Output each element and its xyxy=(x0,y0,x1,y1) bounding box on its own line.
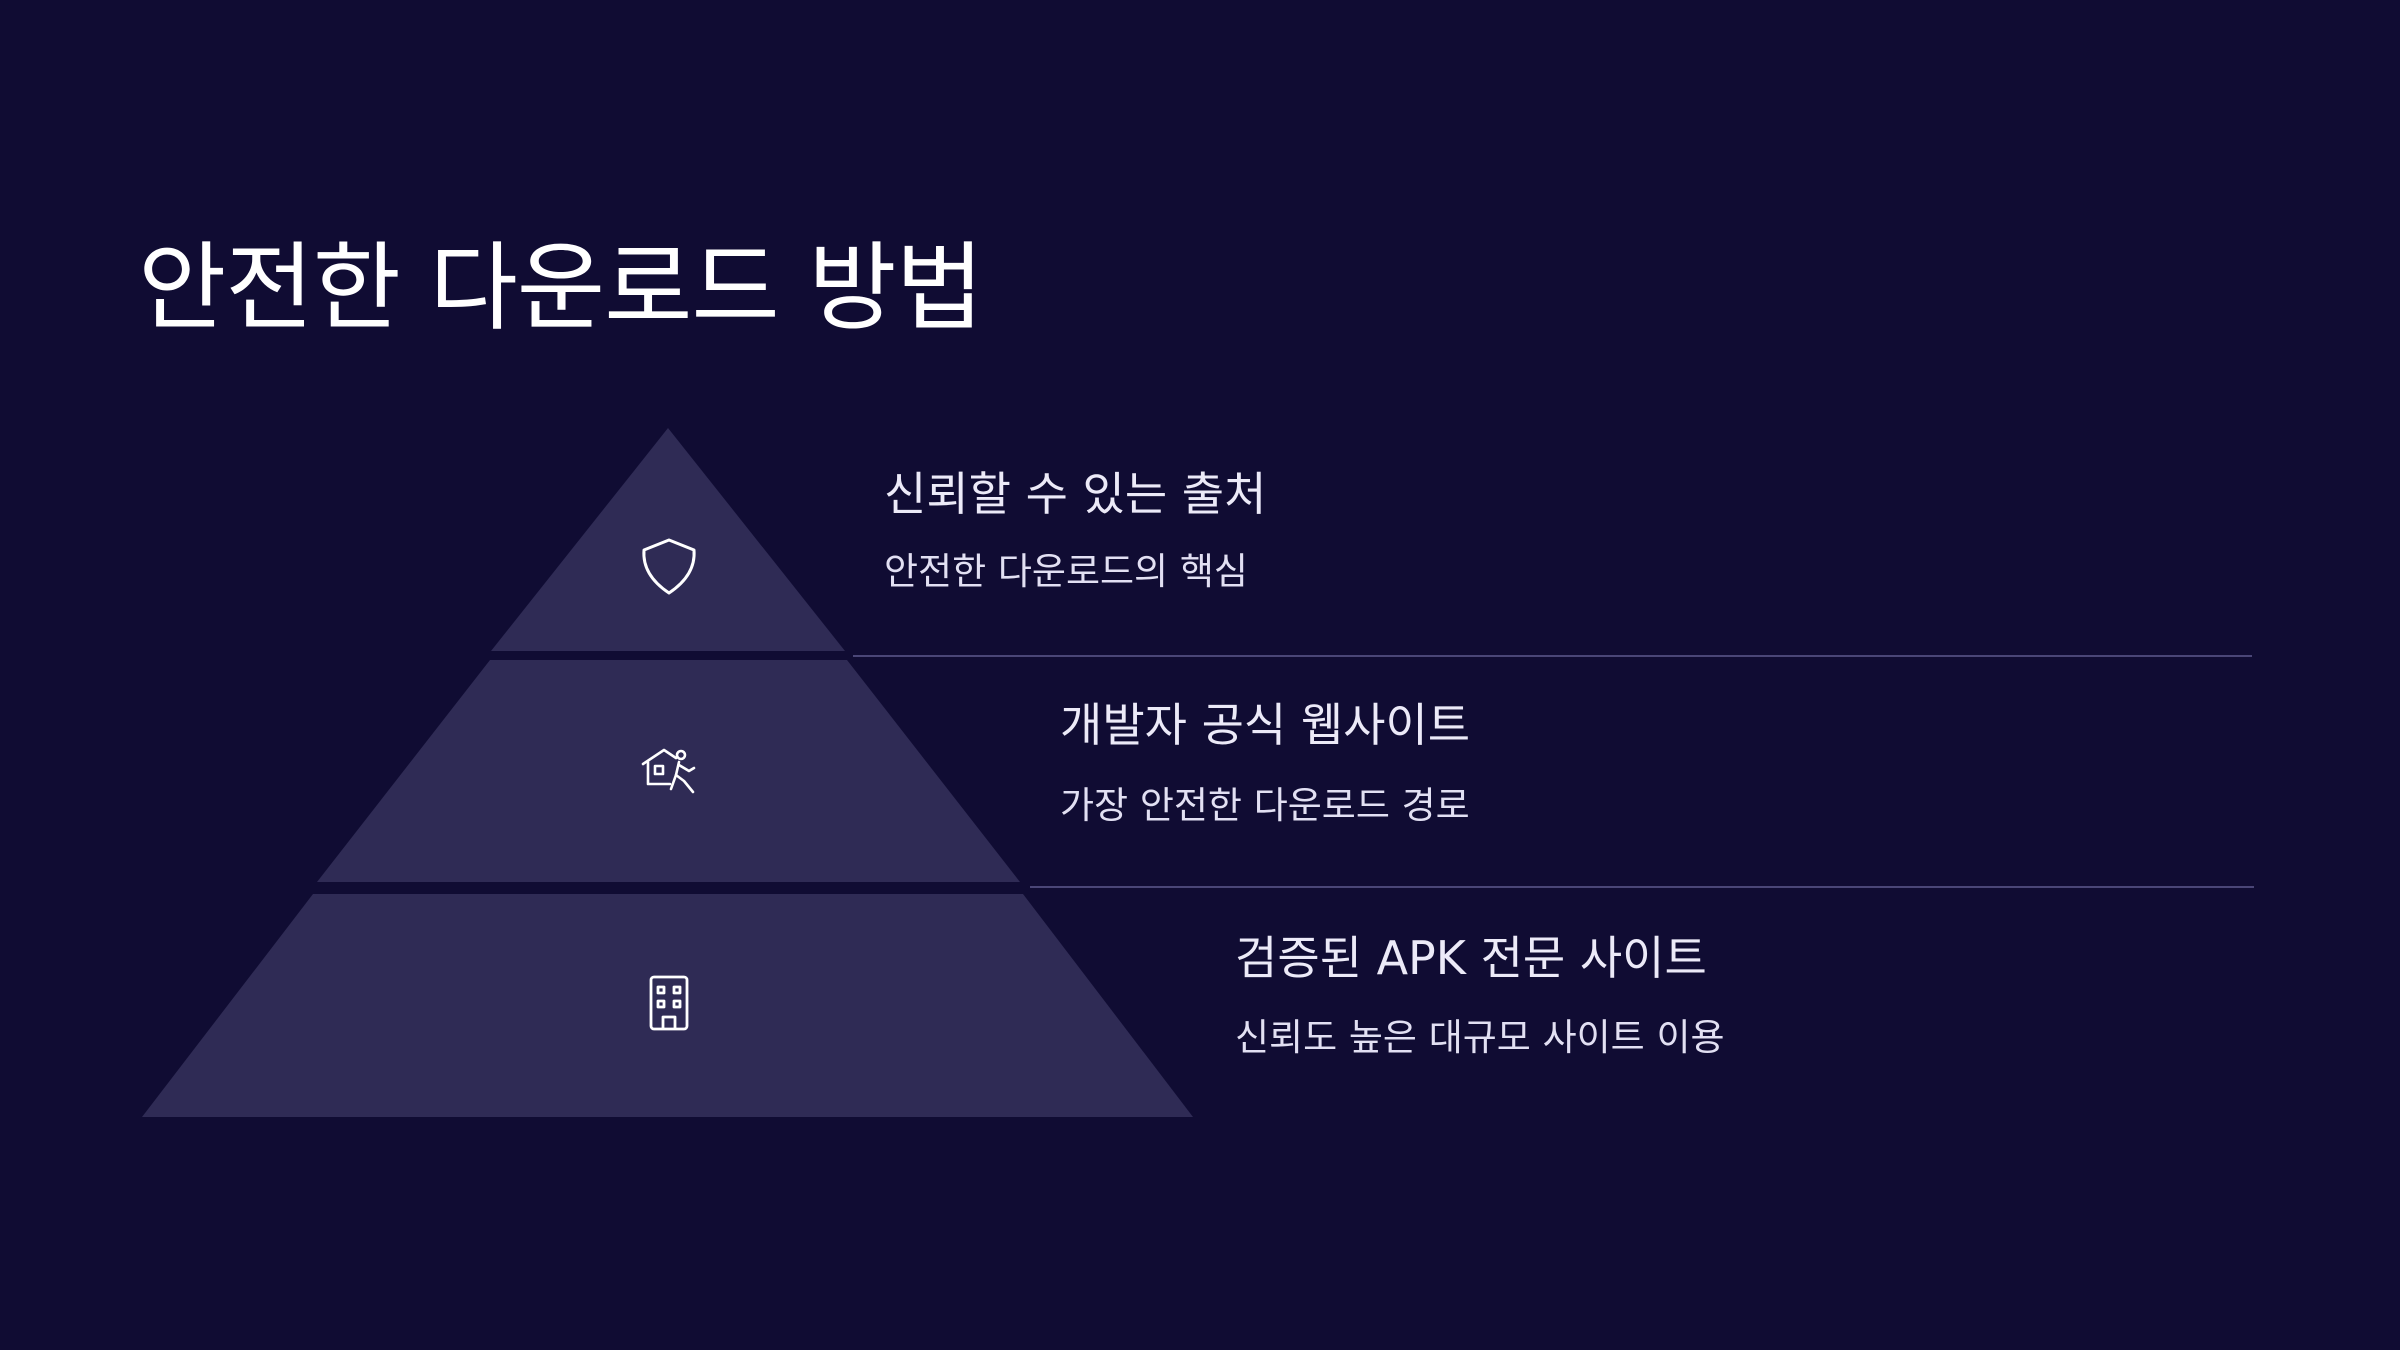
building-icon xyxy=(649,975,689,1031)
tier-3-title: 검증된 APK 전문 사이트 xyxy=(1235,931,1707,985)
pyramid-tier-middle xyxy=(317,660,1020,882)
pyramid-tier-bottom xyxy=(142,894,1193,1117)
tier-2-description: 가장 안전한 다운로드 경로 xyxy=(1060,784,1470,827)
shield-icon xyxy=(642,538,696,595)
page-title: 안전한 다운로드 방법 xyxy=(138,232,984,344)
tier-3-description: 신뢰도 높은 대규모 사이트 이용 xyxy=(1235,1016,1725,1059)
tier-1-description: 안전한 다운로드의 핵심 xyxy=(884,550,1248,593)
house-person-icon xyxy=(641,748,696,794)
tier-1-title: 신뢰할 수 있는 출처 xyxy=(884,467,1267,521)
tier-2-title: 개발자 공식 웹사이트 xyxy=(1060,698,1471,752)
